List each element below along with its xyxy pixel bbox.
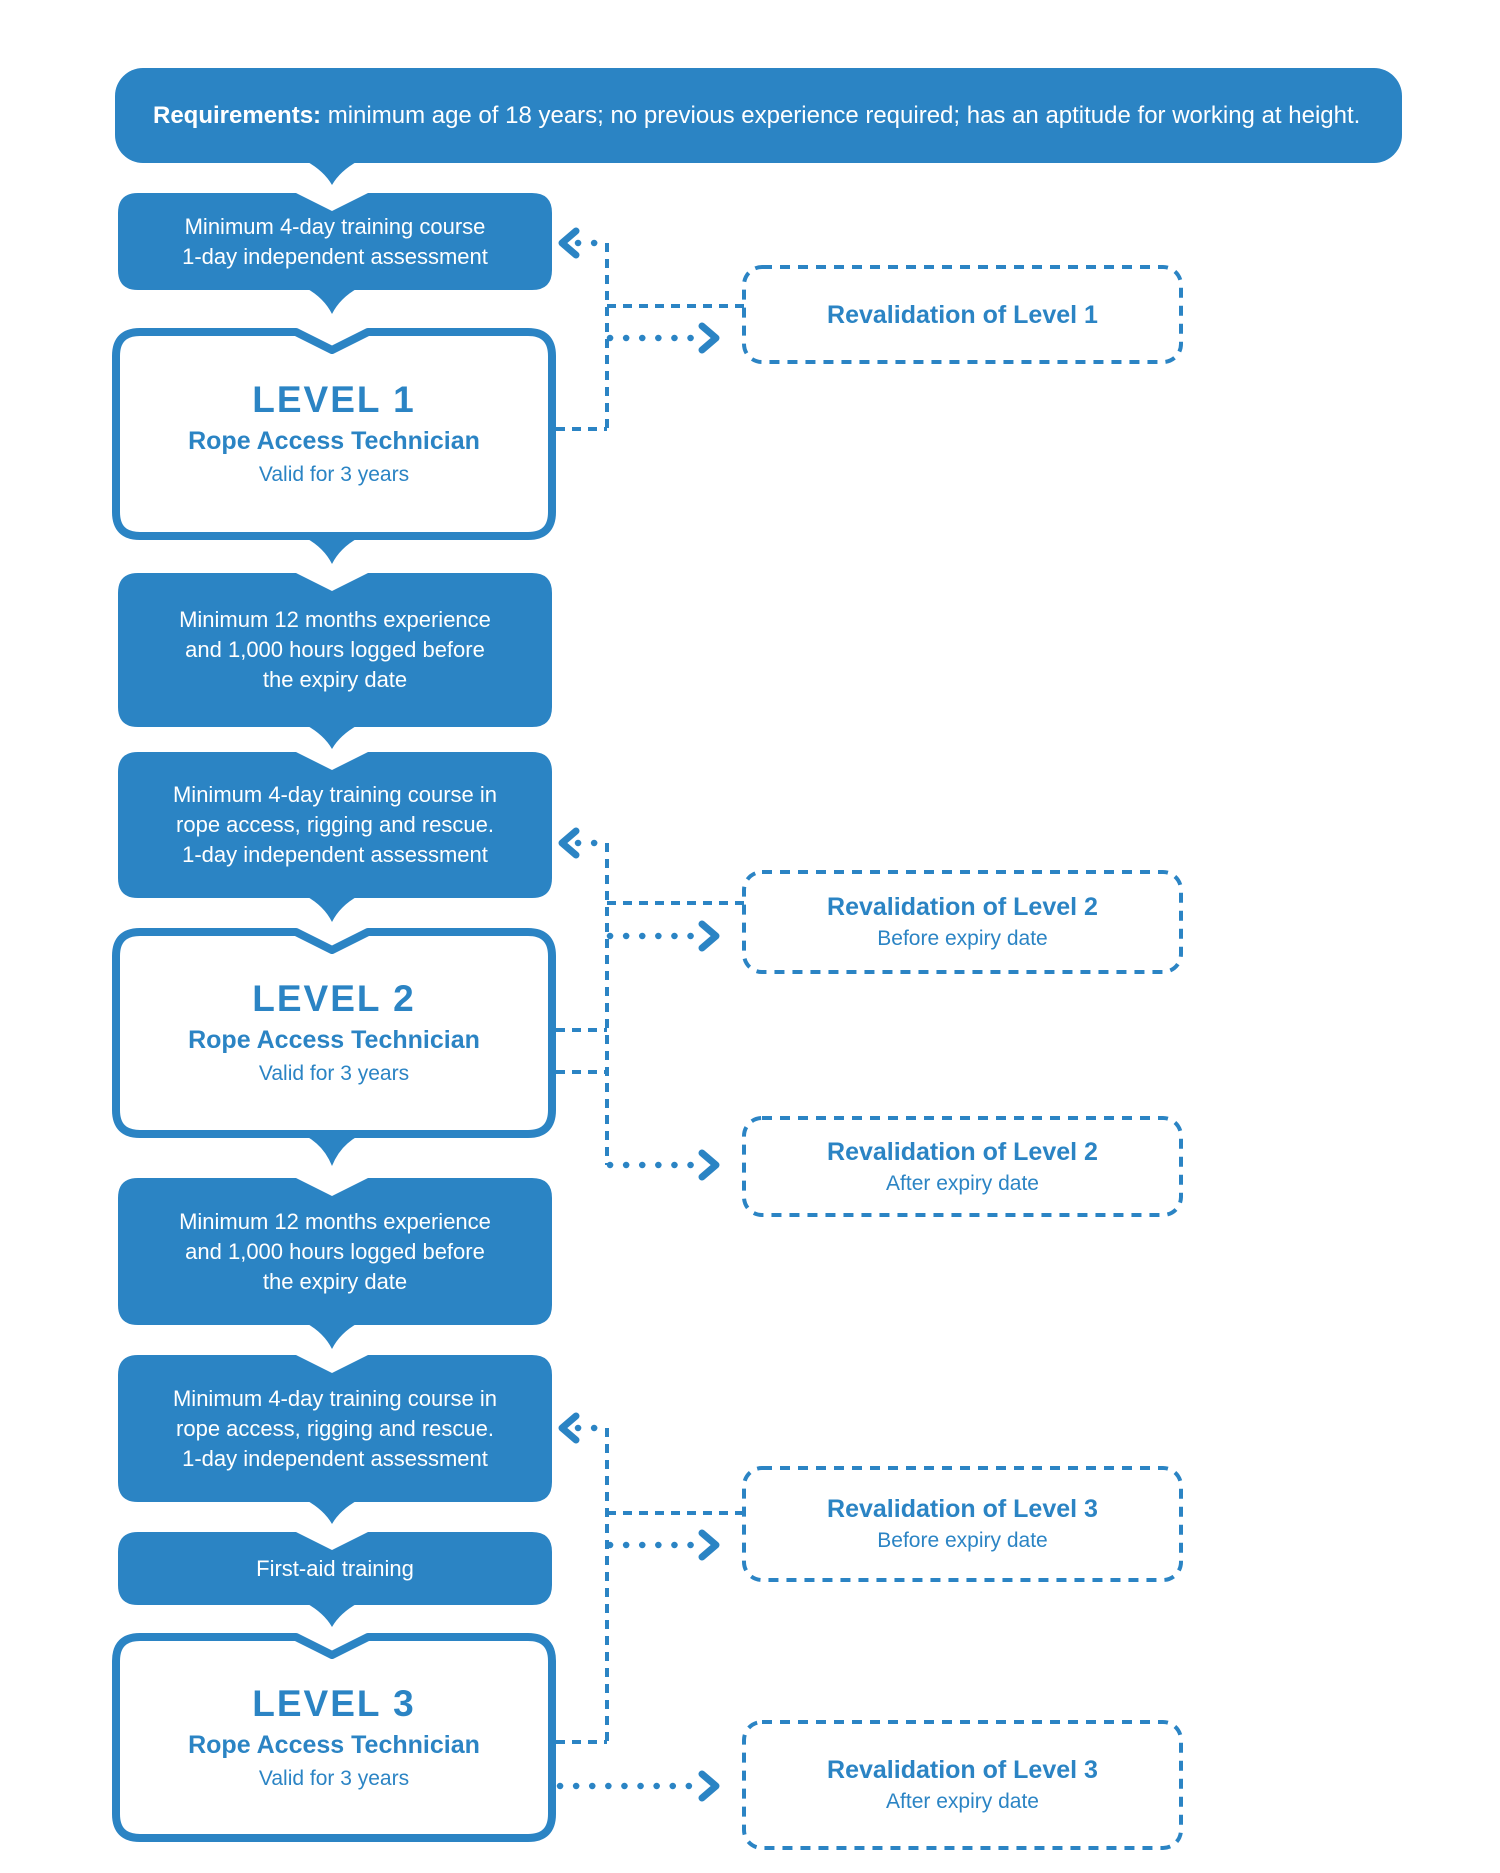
level2-experience-text: Minimum 12 months experience and 1,000 h…	[118, 573, 552, 727]
revalidation-level3-before-subtitle: Before expiry date	[877, 1529, 1048, 1552]
level3-experience-line3: the expiry date	[262, 1268, 408, 1294]
level2-training-text: Minimum 4-day training course in rope ac…	[118, 752, 552, 898]
revalidation-level1-text: Revalidation of Level 1	[744, 267, 1181, 362]
level2-experience-tail	[306, 725, 358, 749]
revalidation-level3-after-text: Revalidation of Level 3 After expiry dat…	[744, 1722, 1181, 1848]
level2-training-bubble	[118, 752, 552, 898]
level1-training-text: Minimum 4-day training course 1-day inde…	[118, 193, 552, 290]
level2-forward-arrowhead-icon	[698, 920, 720, 952]
revalidation-level2-after-subtitle: After expiry date	[886, 1171, 1039, 1195]
level1-back-arrowhead-icon	[558, 227, 580, 259]
level3-title: LEVEL 3	[252, 1682, 416, 1724]
revalidation-level2-after-title: Revalidation of Level 2	[827, 1137, 1098, 1166]
level2-back-arrowhead-icon	[558, 827, 580, 859]
level2-card-text: LEVEL 2 Rope Access Technician Valid for…	[112, 928, 556, 1138]
revalidation-level3-after-title: Revalidation of Level 3	[827, 1756, 1098, 1784]
level1-training-line1: Minimum 4-day training course	[184, 213, 486, 239]
level2-experience-line1: Minimum 12 months experience	[179, 607, 491, 632]
level1-card-tail	[306, 538, 358, 564]
revalidation-level3-before-text: Revalidation of Level 3 Before expiry da…	[744, 1468, 1181, 1580]
level3-back-arrowhead-icon	[558, 1412, 580, 1444]
level1-card-box	[112, 328, 556, 540]
level3-training-tail	[306, 1500, 358, 1524]
requirements-label: Requirements:	[153, 101, 322, 129]
level2-experience-line3: the expiry date	[262, 667, 408, 692]
requirements-detail: minimum age of 18 years; no previous exp…	[321, 101, 1361, 129]
revalidation-level3-before-title: Revalidation of Level 3	[827, 1495, 1098, 1523]
revalidation-level3-after-box	[742, 1720, 1183, 1850]
level3-after-arrowhead-icon	[698, 1770, 720, 1802]
level2-after-arrowhead-icon	[698, 1149, 720, 1181]
revalidation-level2-before-box	[742, 870, 1183, 974]
revalidation-level3-after-subtitle: After expiry date	[886, 1790, 1039, 1813]
level3-experience-text: Minimum 12 months experience and 1,000 h…	[118, 1178, 552, 1325]
level3-training-text: Minimum 4-day training course in rope ac…	[118, 1355, 552, 1502]
level3-experience-bubble	[118, 1178, 552, 1325]
requirements-banner-text: Requirements: minimum age of 18 years; n…	[153, 68, 1383, 163]
revalidation-level1-box	[742, 265, 1183, 364]
level2-training-tail	[306, 896, 358, 922]
level3-forward-arrowhead-icon	[698, 1529, 720, 1561]
level2-training-line2: rope access, rigging and rescue.	[176, 812, 494, 837]
first-aid-text: First-aid training	[118, 1532, 552, 1605]
level1-subtitle: Rope Access Technician	[188, 427, 480, 455]
level1-validity: Valid for 3 years	[258, 463, 410, 486]
level3-training-bubble	[118, 1355, 552, 1502]
requirements-banner-shape	[115, 68, 1402, 163]
level2-training-line3: 1-day independent assessment	[182, 842, 488, 867]
level1-training-tail	[306, 288, 358, 314]
level2-validity: Valid for 3 years	[258, 1062, 410, 1085]
level3-subtitle: Rope Access Technician	[188, 1730, 480, 1759]
level3-card-box	[112, 1633, 556, 1842]
level2-experience-bubble	[118, 573, 552, 727]
first-aid-line1: First-aid training	[256, 1555, 414, 1581]
revalidation-level2-after-box	[742, 1116, 1183, 1217]
level3-card-text: LEVEL 3 Rope Access Technician Valid for…	[112, 1633, 556, 1842]
level3-validity: Valid for 3 years	[258, 1766, 410, 1790]
level3-experience-line1: Minimum 12 months experience	[179, 1208, 491, 1234]
level3-experience-line2: and 1,000 hours logged before	[185, 1238, 485, 1264]
revalidation-level1-title: Revalidation of Level 1	[827, 300, 1098, 329]
level1-title: LEVEL 1	[252, 379, 416, 420]
revalidation-level2-before-text: Revalidation of Level 2 Before expiry da…	[744, 872, 1181, 972]
level2-card-tail	[306, 1136, 358, 1166]
level3-training-line3: 1-day independent assessment	[182, 1445, 488, 1471]
level3-training-line1: Minimum 4-day training course in	[172, 1385, 498, 1411]
revalidation-level3-before-box	[742, 1466, 1183, 1582]
level2-title: LEVEL 2	[252, 978, 416, 1019]
level1-card-text: LEVEL 1 Rope Access Technician Valid for…	[112, 328, 556, 540]
level3-training-line2: rope access, rigging and rescue.	[176, 1415, 494, 1441]
level1-training-bubble	[118, 193, 552, 290]
level2-training-line1: Minimum 4-day training course in	[172, 782, 498, 807]
banner-tail	[306, 161, 358, 185]
level1-forward-arrowhead-icon	[698, 322, 720, 354]
revalidation-level2-after-text: Revalidation of Level 2 After expiry dat…	[744, 1118, 1181, 1215]
level2-experience-line2: and 1,000 hours logged before	[185, 637, 485, 662]
level2-subtitle: Rope Access Technician	[188, 1026, 480, 1054]
revalidation-level2-before-title: Revalidation of Level 2	[827, 893, 1098, 921]
level2-card-box	[112, 928, 556, 1138]
first-aid-bubble	[118, 1532, 552, 1605]
level1-training-line2: 1-day independent assessment	[182, 243, 488, 269]
revalidation-level2-before-subtitle: Before expiry date	[877, 927, 1048, 950]
level3-experience-tail	[306, 1323, 358, 1349]
first-aid-tail	[306, 1603, 358, 1627]
